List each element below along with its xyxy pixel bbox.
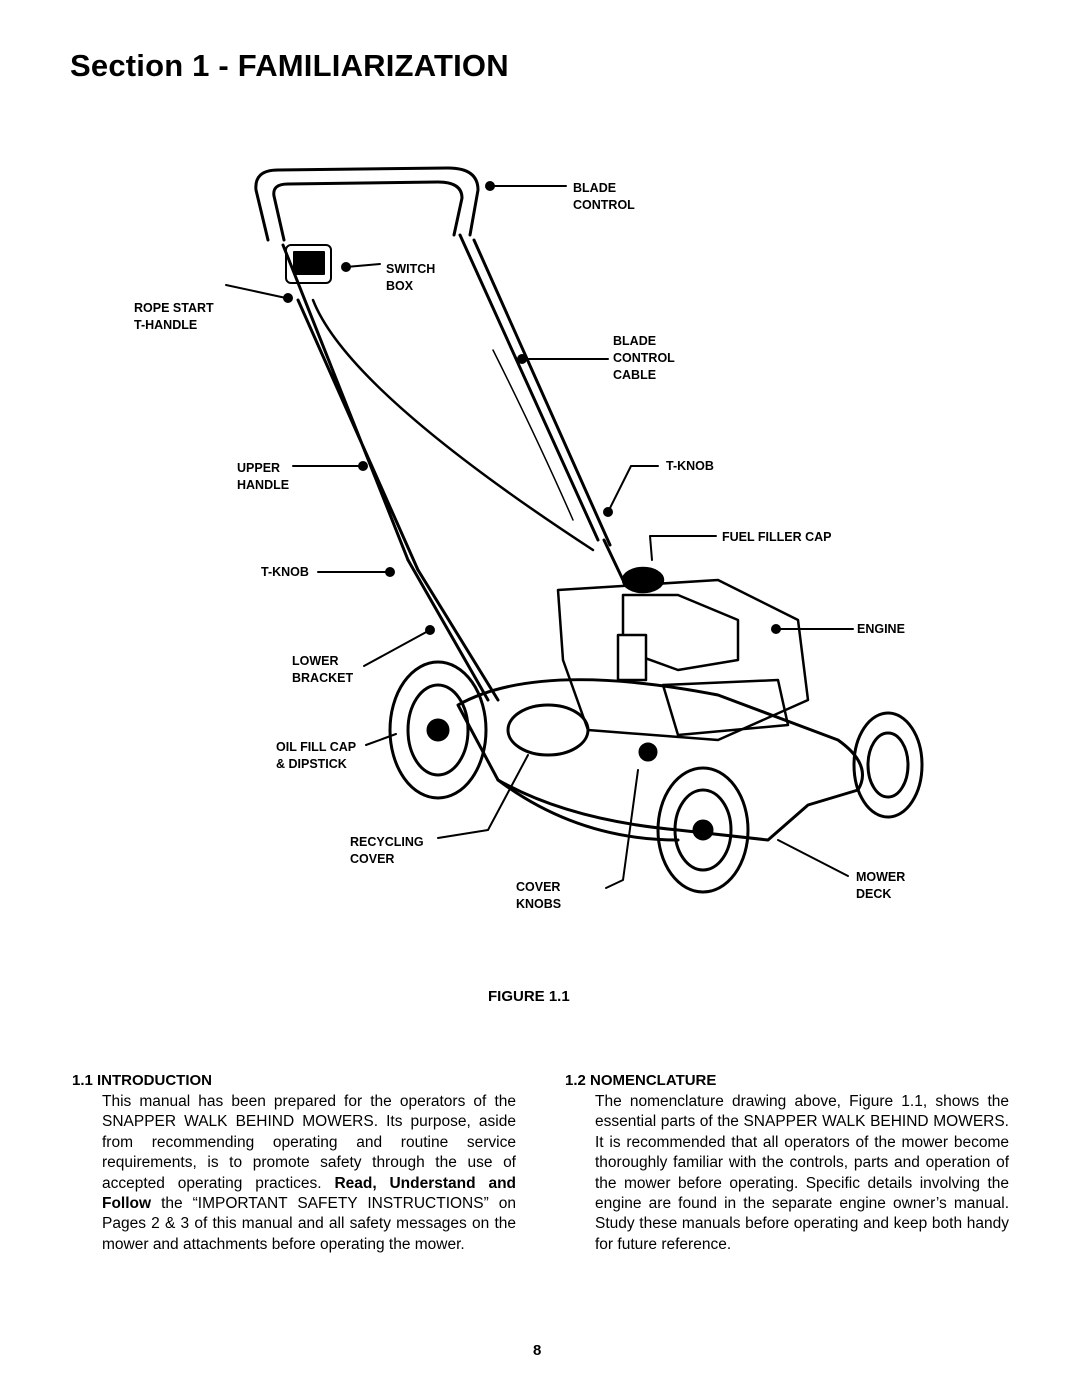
section-title: Section 1 - FAMILIARIZATION	[70, 48, 509, 83]
label-t-knob-right: T-KNOB	[666, 459, 714, 473]
label-cover-knobs: COVER KNOBS	[516, 880, 562, 911]
label-blade-control-cable: BLADE CONTROL CABLE	[613, 334, 675, 382]
intro-paragraph: This manual has been prepared for the op…	[102, 1092, 516, 1255]
page-number: 8	[533, 1342, 542, 1359]
switch-box-drawing	[285, 244, 332, 284]
label-recycling-cover: RECYCLING COVER	[350, 835, 424, 866]
engine-drawing	[556, 566, 810, 742]
label-mower-deck: MOWER DECK	[856, 870, 906, 901]
label-oil-fill-cap: OIL FILL CAP & DIPSTICK	[276, 740, 357, 771]
label-fuel-filler-cap: FUEL FILLER CAP	[722, 530, 832, 544]
label-blade-control: BLADE CONTROL	[573, 181, 635, 212]
mower-nomenclature-figure: BLADE CONTROL SWITCH BOX ROPE START T-HA…	[118, 140, 948, 911]
intro-heading: 1.1 INTRODUCTION	[72, 1072, 213, 1089]
mower-drawing	[225, 166, 924, 894]
leader-lines	[225, 181, 854, 889]
figure-caption: FIGURE 1.1	[488, 988, 570, 1005]
intro-text-b: the “IMPORTANT SAFETY INSTRUCTIONS” on P…	[102, 1195, 516, 1253]
wheels-drawing	[388, 660, 924, 894]
label-lower-bracket: LOWER BRACKET	[292, 654, 354, 685]
intro-bold-text: Read, Understand and Follow	[102, 1174, 517, 1213]
label-switch-box: SWITCH BOX	[386, 262, 436, 293]
label-engine: ENGINE	[857, 622, 905, 636]
nomenclature-heading: 1.2 NOMENCLATURE	[565, 1072, 717, 1089]
upper-handle-drawing	[254, 166, 625, 702]
label-t-knob-left: T-KNOB	[261, 565, 309, 579]
label-rope-start: ROPE START T-HANDLE	[134, 301, 214, 332]
intro-text-a: This manual has been prepared for the op…	[102, 1093, 516, 1192]
label-upper-handle: UPPER HANDLE	[237, 461, 290, 492]
nomenclature-paragraph: The nomenclature drawing above, Figure 1…	[595, 1093, 1009, 1253]
mower-deck-drawing	[456, 678, 864, 842]
